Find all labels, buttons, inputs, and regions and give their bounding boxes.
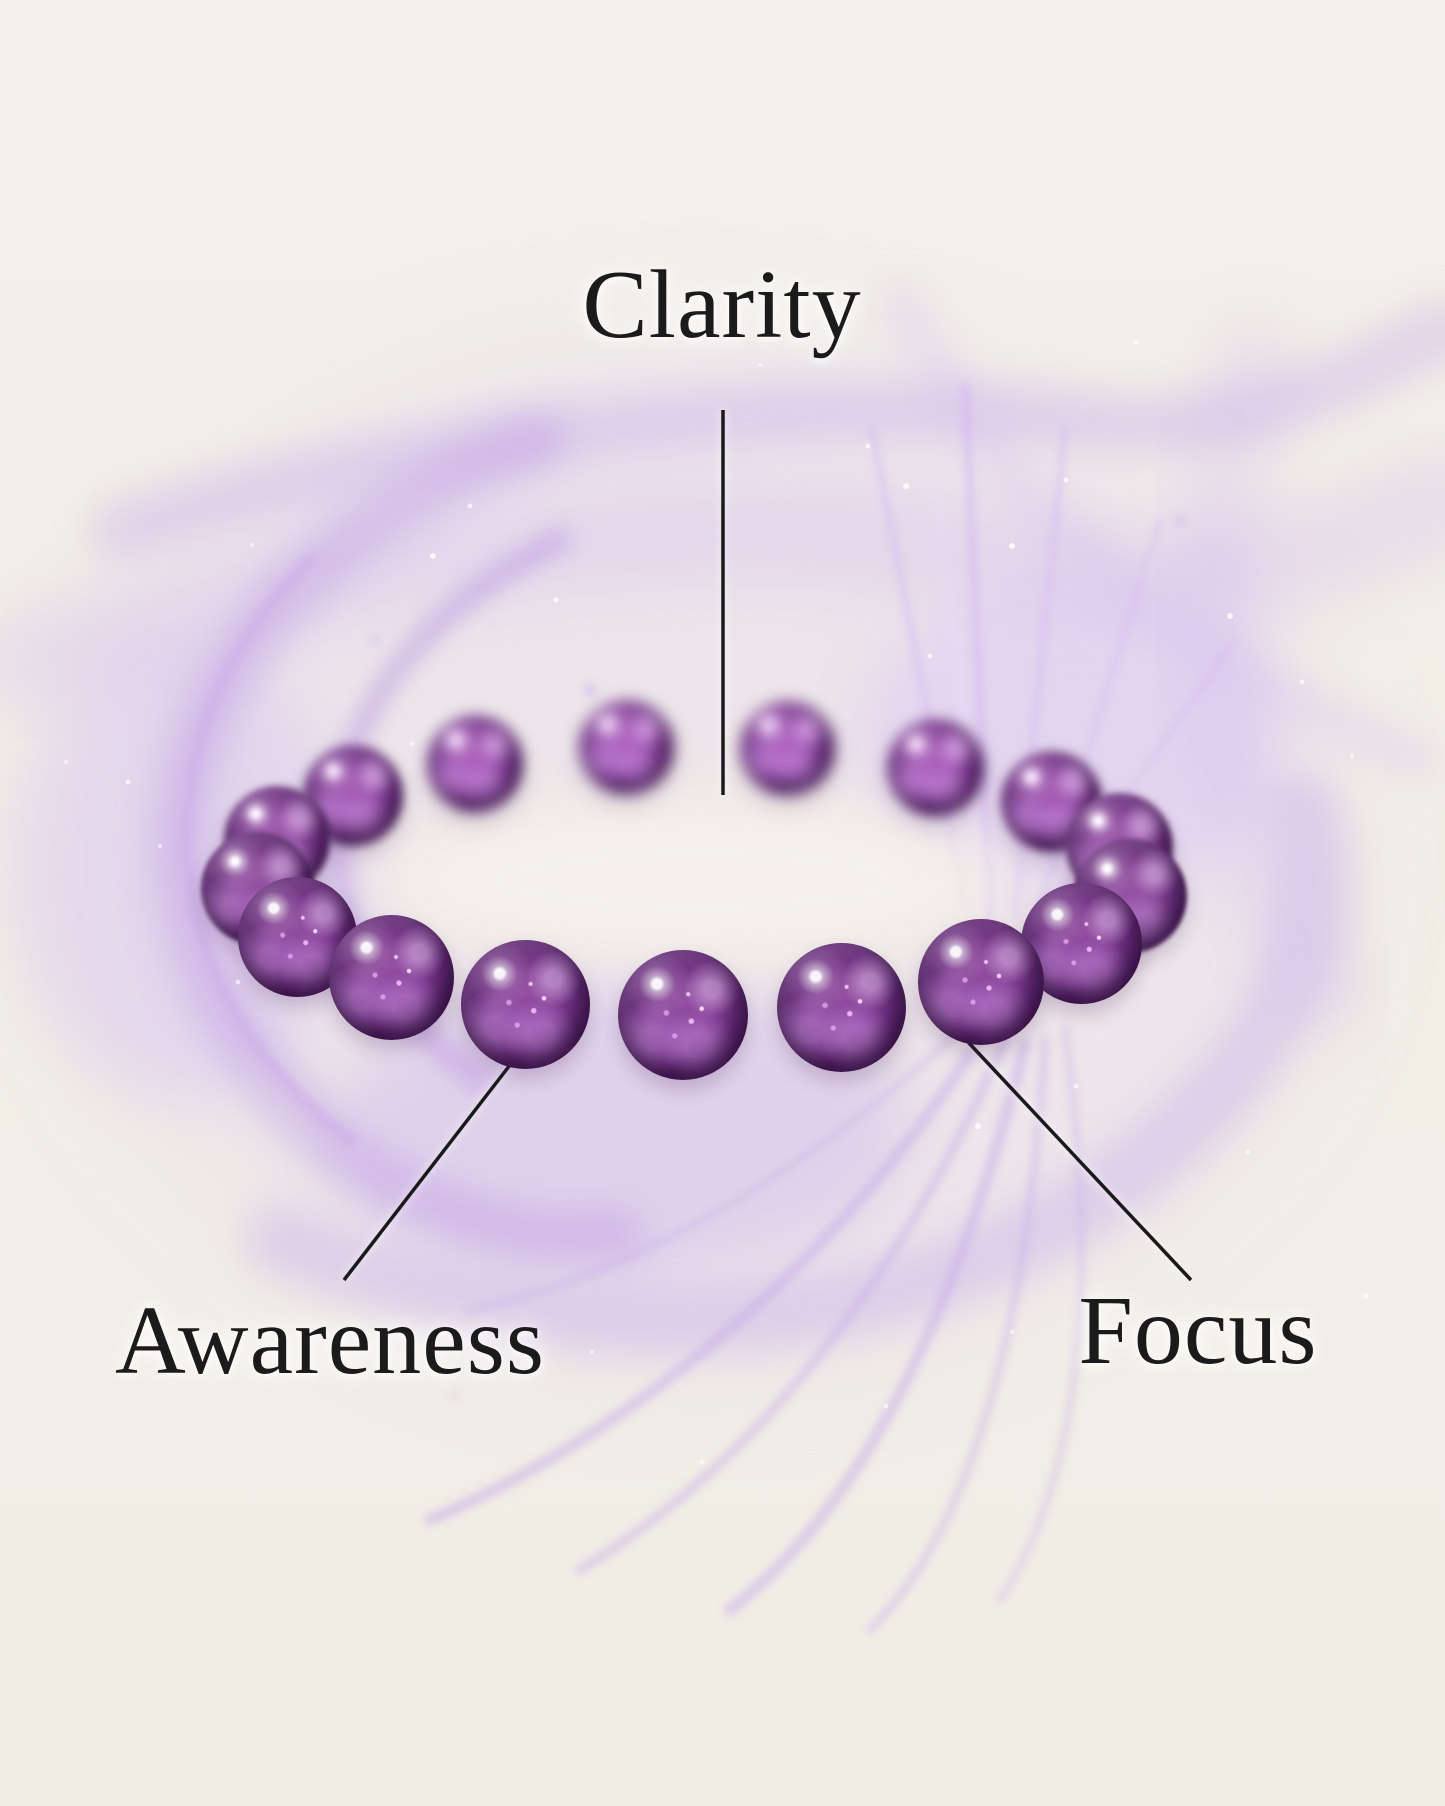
- soft-specks: [370, 514, 1186, 1399]
- awareness-leader-line: [342, 1028, 539, 1282]
- awareness-label: Awareness: [115, 1287, 545, 1395]
- focus-label: Focus: [1078, 1277, 1318, 1385]
- sparkles: [64, 340, 1369, 1465]
- ring-inner-glow: [380, 795, 1020, 965]
- clarity-label: Clarity: [582, 251, 862, 359]
- flow-strands: [424, 1024, 1086, 1635]
- swirl-glow-right: [860, 580, 1280, 900]
- focus-leader-line: [966, 1040, 1193, 1282]
